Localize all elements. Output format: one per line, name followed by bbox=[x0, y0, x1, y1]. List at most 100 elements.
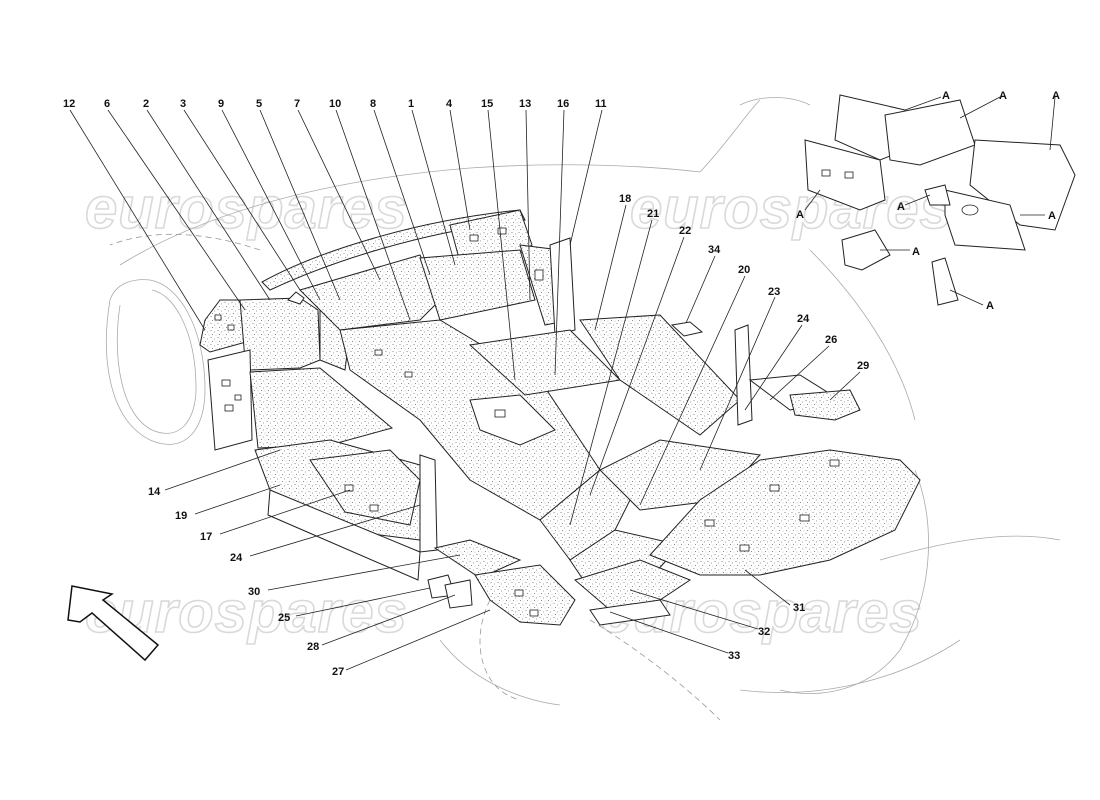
label-a-4: A bbox=[796, 209, 804, 221]
label-32: 32 bbox=[758, 626, 770, 638]
label-3: 3 bbox=[180, 98, 186, 110]
part-13-slot bbox=[534, 269, 544, 281]
part-a-right-bracket bbox=[969, 139, 1076, 231]
part-31-clip bbox=[829, 459, 840, 467]
leader-23 bbox=[699, 296, 776, 471]
part-a-small-tab bbox=[924, 184, 951, 206]
label-16: 16 bbox=[557, 98, 569, 110]
label-11: 11 bbox=[595, 98, 607, 110]
leader-8 bbox=[373, 109, 431, 276]
part-31-clip bbox=[704, 519, 715, 527]
label-a-2: A bbox=[999, 90, 1007, 102]
part-4-clip bbox=[469, 234, 479, 242]
label-29: 29 bbox=[857, 360, 869, 372]
part-a-bottom-panel bbox=[944, 189, 1026, 251]
part-17-clip bbox=[344, 484, 354, 492]
part-12-panel bbox=[199, 299, 247, 353]
leader-29 bbox=[829, 371, 861, 401]
part-27-clip bbox=[514, 589, 524, 597]
part-18-floor-mat-rear bbox=[579, 314, 741, 436]
label-27: 27 bbox=[332, 666, 344, 678]
part-labels: 12 6 2 3 9 5 7 10 8 1 4 15 13 16 11 18 2… bbox=[63, 90, 1060, 678]
part-14-clip bbox=[221, 379, 231, 387]
part-31-clip bbox=[799, 514, 810, 522]
part-24-sill-bottom bbox=[267, 489, 421, 581]
leader-lines bbox=[69, 96, 1056, 671]
leader-12 bbox=[69, 109, 206, 331]
label-10: 10 bbox=[329, 98, 341, 110]
label-a-1: A bbox=[942, 90, 950, 102]
part-12-clip bbox=[227, 324, 235, 331]
leader-5 bbox=[259, 109, 341, 301]
front-direction-arrow bbox=[67, 585, 160, 662]
leader-21 bbox=[569, 219, 653, 526]
label-21: 21 bbox=[647, 208, 659, 220]
leader-33 bbox=[609, 611, 729, 654]
car-body-outline bbox=[105, 97, 1061, 721]
label-2: 2 bbox=[143, 98, 149, 110]
label-12: 12 bbox=[63, 98, 75, 110]
label-9: 9 bbox=[218, 98, 224, 110]
leader-10 bbox=[335, 109, 411, 321]
part-24-sill-trim bbox=[419, 454, 438, 553]
label-13: 13 bbox=[519, 98, 531, 110]
leader-6 bbox=[107, 109, 246, 311]
leader-19 bbox=[194, 484, 281, 515]
part-4-clip bbox=[497, 227, 507, 235]
leader-22 bbox=[589, 236, 685, 496]
leader-24a bbox=[744, 324, 803, 411]
leader-a8 bbox=[949, 289, 984, 306]
part-a-hole bbox=[961, 204, 979, 216]
part-14-floor-mat bbox=[249, 367, 394, 449]
part-29-rear-panel bbox=[789, 389, 861, 421]
label-22: 22 bbox=[679, 225, 691, 237]
leader-a3 bbox=[1049, 96, 1056, 151]
leader-a2 bbox=[959, 96, 1001, 119]
leader-17 bbox=[219, 489, 351, 535]
label-a-6: A bbox=[1048, 210, 1056, 222]
part-1-firewall-lower bbox=[419, 249, 536, 321]
part-7-seat-back bbox=[299, 254, 441, 331]
label-8: 8 bbox=[370, 98, 376, 110]
label-23: 23 bbox=[768, 286, 780, 298]
part-6-tab bbox=[287, 291, 305, 305]
leader-31 bbox=[744, 569, 791, 606]
label-26: 26 bbox=[825, 334, 837, 346]
label-34: 34 bbox=[708, 244, 721, 256]
leader-4 bbox=[449, 109, 471, 231]
leader-a1 bbox=[904, 96, 942, 111]
part-27-clip bbox=[529, 609, 539, 617]
part-a-top-cover bbox=[884, 99, 976, 166]
label-18: 18 bbox=[619, 193, 631, 205]
label-19: 19 bbox=[175, 510, 187, 522]
part-31-clip bbox=[739, 544, 750, 552]
label-31: 31 bbox=[793, 602, 805, 614]
part-a-strip bbox=[931, 257, 959, 306]
leader-3 bbox=[183, 109, 301, 291]
label-14: 14 bbox=[148, 486, 161, 498]
watermark-top-right: eurospares bbox=[630, 176, 953, 241]
label-a-5: A bbox=[897, 201, 905, 213]
label-1: 1 bbox=[408, 98, 414, 110]
leader-a5 bbox=[904, 194, 931, 206]
carpet-parts bbox=[199, 94, 1076, 626]
part-31-clip bbox=[769, 484, 780, 492]
label-a-7: A bbox=[912, 246, 920, 258]
leader-7 bbox=[297, 109, 381, 281]
part-17-clip bbox=[369, 504, 379, 512]
part-a-wedge bbox=[841, 229, 891, 271]
label-28: 28 bbox=[307, 641, 319, 653]
label-25: 25 bbox=[278, 612, 290, 624]
label-33: 33 bbox=[728, 650, 740, 662]
leader-15 bbox=[487, 109, 516, 381]
leader-14 bbox=[164, 449, 281, 491]
part-15-clip bbox=[374, 349, 383, 356]
part-32-lower-panel bbox=[573, 559, 692, 611]
label-24-left: 24 bbox=[230, 552, 243, 564]
part-a-clip bbox=[821, 169, 831, 177]
leader-11 bbox=[569, 109, 603, 246]
watermark-layer: eurospares eurospares eurospares eurospa… bbox=[84, 175, 953, 646]
part-12-clip bbox=[214, 314, 222, 321]
label-30: 30 bbox=[248, 586, 260, 598]
